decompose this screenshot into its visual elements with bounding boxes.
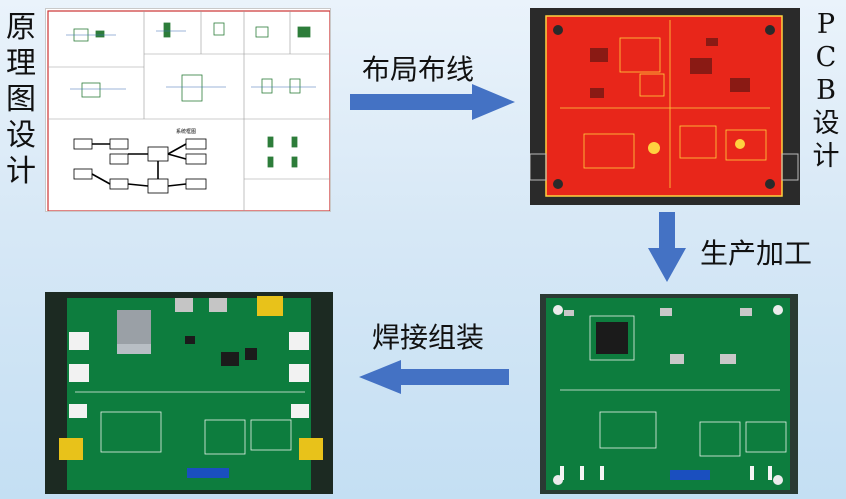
fabricated-board-drawing [546, 298, 790, 490]
schematic-design-label: 原 理 图 设 计 [6, 10, 36, 189]
arrow-right-icon [350, 84, 515, 120]
arrow-left-bottom [359, 360, 509, 394]
arrow-left-icon [359, 360, 509, 394]
pcb-drawing [530, 15, 799, 197]
schematic-image: 系统框图 [45, 8, 331, 212]
assembly-label: 焊接组装 [372, 321, 485, 354]
arrow-right-top [350, 84, 515, 120]
arrow-down [648, 212, 686, 282]
routing-label: 布局布线 [362, 53, 475, 86]
production-label: 生产加工 [700, 237, 813, 270]
block-diagram-title: 系统框图 [176, 128, 196, 135]
schematic-drawing: 系统框图 [47, 10, 330, 211]
pcb-layout-image [530, 8, 800, 205]
assembled-board-image [45, 292, 333, 494]
pcb-design-label: P C B 设 计 [812, 9, 840, 172]
fabricated-board-image [540, 294, 798, 494]
arrow-down-icon [648, 212, 686, 282]
assembled-board-drawing [59, 296, 323, 490]
